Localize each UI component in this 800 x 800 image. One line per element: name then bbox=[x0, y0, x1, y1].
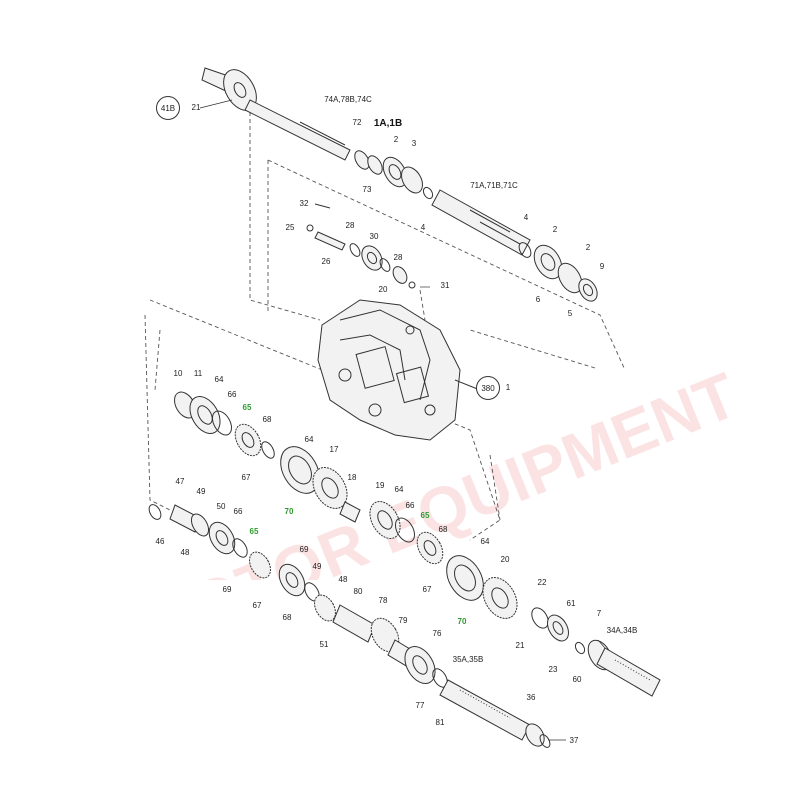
gear-row-1 bbox=[174, 391, 361, 523]
part-callout-c65c: 65 bbox=[249, 527, 259, 536]
part-callout-c26: 26 bbox=[321, 257, 331, 266]
part-callout-c64d: 64 bbox=[480, 537, 490, 546]
part-callout-c70b: 70 bbox=[457, 617, 467, 626]
part-callout-c60: 60 bbox=[572, 675, 582, 684]
part-callout-c4b: 4 bbox=[523, 213, 529, 222]
part-callout-c80: 80 bbox=[353, 587, 363, 596]
part-callout-c72: 72 bbox=[352, 118, 362, 127]
part-callout-c65b: 65 bbox=[420, 511, 430, 520]
part-callout-c19: 19 bbox=[375, 481, 385, 490]
part-callout-c67b: 67 bbox=[422, 585, 432, 594]
part-callout-c32: 32 bbox=[299, 199, 309, 208]
shaft-71 bbox=[431, 189, 598, 302]
part-callout-c4a: 4 bbox=[420, 223, 426, 232]
part-callout-c6: 6 bbox=[535, 295, 541, 304]
part-callout-c79: 79 bbox=[398, 616, 408, 625]
part-callout-c68a: 68 bbox=[262, 415, 272, 424]
part-callout-c31: 31 bbox=[440, 281, 450, 290]
part-callout-c68c: 68 bbox=[282, 613, 292, 622]
part-callout-c67a: 67 bbox=[241, 473, 251, 482]
part-callout-c77: 77 bbox=[415, 701, 425, 710]
part-callout-c64a: 64 bbox=[214, 375, 224, 384]
part-callout-c11: 11 bbox=[193, 369, 203, 378]
part-callout-c35: 35A,35B bbox=[452, 655, 484, 664]
part-callout-c37: 37 bbox=[569, 736, 579, 745]
part-callout-c28b: 28 bbox=[393, 253, 403, 262]
part-callout-c49: 49 bbox=[196, 487, 206, 496]
reference-bubble-b41: 41B bbox=[156, 96, 180, 120]
gear-row-3 bbox=[148, 504, 421, 671]
part-callout-c78: 78 bbox=[378, 596, 388, 605]
part-callout-c76: 76 bbox=[432, 629, 442, 638]
part-callout-c50: 50 bbox=[216, 502, 226, 511]
bubble-suffix-s1: 1 bbox=[505, 383, 511, 392]
part-callout-c20b: 20 bbox=[500, 555, 510, 564]
part-callout-c18: 18 bbox=[347, 473, 357, 482]
part-callout-c67c: 67 bbox=[252, 601, 262, 610]
part-callout-c25: 25 bbox=[285, 223, 295, 232]
part-callout-c68b: 68 bbox=[438, 525, 448, 534]
part-callout-c17: 17 bbox=[329, 445, 339, 454]
part-callout-c66c: 66 bbox=[233, 507, 243, 516]
part-callout-c2b: 2 bbox=[552, 225, 558, 234]
part-callout-c2a: 2 bbox=[393, 135, 399, 144]
part-callout-c1a: 1A,1B bbox=[373, 118, 403, 129]
part-callout-c51: 51 bbox=[319, 640, 329, 649]
part-callout-c21: 21 bbox=[515, 641, 525, 650]
part-callout-c48a: 48 bbox=[180, 548, 190, 557]
part-callout-c74a: 74A,78B,74C bbox=[324, 95, 372, 104]
part-callout-c10: 10 bbox=[173, 369, 183, 378]
part-callout-c64b: 64 bbox=[304, 435, 314, 444]
part-callout-c73: 73 bbox=[362, 185, 372, 194]
part-callout-c61: 61 bbox=[566, 599, 576, 608]
part-callout-c46: 46 bbox=[155, 537, 165, 546]
part-callout-c69b: 69 bbox=[299, 545, 309, 554]
part-callout-c7: 7 bbox=[596, 609, 602, 618]
top-shaft-assembly bbox=[201, 67, 434, 200]
part-callout-c30: 30 bbox=[369, 232, 379, 241]
part-callout-c9: 9 bbox=[599, 262, 605, 271]
part-callout-c2c: 2 bbox=[585, 243, 591, 252]
small-parts-group bbox=[306, 203, 416, 289]
part-callout-c65a: 65 bbox=[242, 403, 252, 412]
gear-row-2 bbox=[369, 501, 518, 619]
part-callout-c5: 5 bbox=[567, 309, 573, 318]
reference-bubble-b380: 380 bbox=[476, 376, 500, 400]
part-callout-c36: 36 bbox=[526, 693, 536, 702]
part-callout-c20a: 20 bbox=[378, 285, 388, 294]
part-callout-c64c: 64 bbox=[394, 485, 404, 494]
part-callout-c22: 22 bbox=[537, 578, 547, 587]
right-parts bbox=[531, 607, 661, 697]
part-callout-c66b: 66 bbox=[405, 501, 415, 510]
part-callout-c70a: 70 bbox=[284, 507, 294, 516]
part-callout-c23: 23 bbox=[548, 665, 558, 674]
part-callout-c81: 81 bbox=[435, 718, 445, 727]
part-callout-c28a: 28 bbox=[345, 221, 355, 230]
part-callout-c71a: 71A,71B,71C bbox=[470, 181, 518, 190]
part-callout-c69a: 69 bbox=[222, 585, 232, 594]
transmission-housing bbox=[317, 299, 481, 441]
part-callout-c66a: 66 bbox=[227, 390, 237, 399]
lower-shaft bbox=[404, 646, 551, 748]
part-callout-c49b: 49 bbox=[312, 562, 322, 571]
part-callout-c21top: 21 bbox=[191, 103, 201, 112]
part-callout-c34: 34A,34B bbox=[606, 626, 638, 635]
part-callout-c3: 3 bbox=[411, 139, 417, 148]
part-callout-c48b: 48 bbox=[338, 575, 348, 584]
part-callout-c47: 47 bbox=[175, 477, 185, 486]
dashed-guides bbox=[144, 105, 626, 541]
